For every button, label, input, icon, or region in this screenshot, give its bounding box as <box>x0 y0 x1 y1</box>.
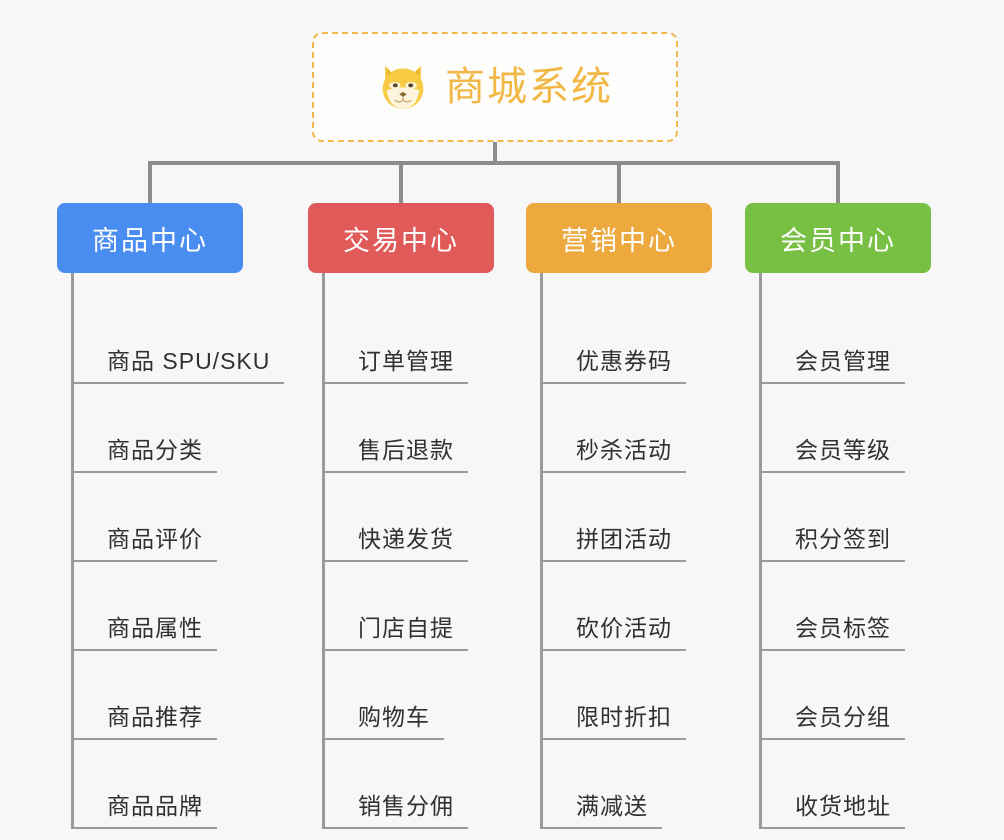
list-item-label: 商品评价 <box>107 526 203 552</box>
list-item-label: 商品属性 <box>107 615 203 641</box>
list-item-label: 门店自提 <box>358 615 454 641</box>
list-item-label: 订单管理 <box>358 348 454 374</box>
list-item[interactable]: 门店自提 <box>322 562 548 651</box>
list-item[interactable]: 拼团活动 <box>540 473 766 562</box>
list-item[interactable]: 会员标签 <box>759 562 985 651</box>
list-item-label: 会员分组 <box>795 704 891 730</box>
list-item[interactable]: 购物车 <box>322 651 548 740</box>
list-item[interactable]: 会员管理 <box>759 295 985 384</box>
list-item[interactable]: 收货地址 <box>759 740 985 829</box>
branch-spine <box>322 273 325 829</box>
category-header-transaction[interactable]: 交易中心 <box>308 203 494 273</box>
shiba-inu-dog-face-icon <box>382 65 424 109</box>
list-item-label: 拼团活动 <box>576 526 672 552</box>
list-item[interactable]: 商品推荐 <box>71 651 297 740</box>
list-item[interactable]: 满减送 <box>540 740 766 829</box>
list-item[interactable]: 快递发货 <box>322 473 548 562</box>
category-branch-transaction: 订单管理 售后退款 快递发货 门店自提 购物车 销售分佣 <box>322 273 548 829</box>
connector-horizontal-bus <box>148 161 840 165</box>
connector-drop-3 <box>617 161 621 205</box>
list-item-label: 限时折扣 <box>576 704 672 730</box>
category-header-label: 商品中心 <box>92 225 208 256</box>
list-item-label: 优惠券码 <box>576 348 672 374</box>
list-item[interactable]: 商品评价 <box>71 473 297 562</box>
list-item-label: 商品 SPU/SKU <box>107 348 271 374</box>
category-header-member[interactable]: 会员中心 <box>745 203 931 273</box>
list-item[interactable]: 商品属性 <box>71 562 297 651</box>
category-branch-marketing: 优惠券码 秒杀活动 拼团活动 砍价活动 限时折扣 满减送 <box>540 273 766 829</box>
category-branch-member: 会员管理 会员等级 积分签到 会员标签 会员分组 收货地址 <box>759 273 985 829</box>
category-column-transaction: 交易中心 订单管理 售后退款 快递发货 门店自提 购物车 销售分佣 <box>308 203 548 829</box>
list-item[interactable]: 销售分佣 <box>322 740 548 829</box>
list-item-label: 商品品牌 <box>107 793 203 819</box>
list-item-label: 购物车 <box>358 704 430 730</box>
list-item-label: 商品分类 <box>107 437 203 463</box>
list-item[interactable]: 商品 SPU/SKU <box>71 295 297 384</box>
branch-spine <box>759 273 762 829</box>
list-item-label: 满减送 <box>576 793 648 819</box>
category-header-product[interactable]: 商品中心 <box>57 203 243 273</box>
list-item-label: 收货地址 <box>795 793 891 819</box>
category-column-product: 商品中心 商品 SPU/SKU 商品分类 商品评价 商品属性 商品推荐 商品品牌 <box>57 203 297 829</box>
branch-spine <box>71 273 74 829</box>
list-item-label: 销售分佣 <box>358 793 454 819</box>
list-item-label: 售后退款 <box>358 437 454 463</box>
category-header-label: 交易中心 <box>343 225 459 256</box>
list-item[interactable]: 商品分类 <box>71 384 297 473</box>
list-item-label: 积分签到 <box>795 526 891 552</box>
list-item[interactable]: 积分签到 <box>759 473 985 562</box>
root-node-label: 商城系统 <box>445 65 613 109</box>
list-item[interactable]: 砍价活动 <box>540 562 766 651</box>
list-item[interactable]: 限时折扣 <box>540 651 766 740</box>
list-item-label: 快递发货 <box>358 526 454 552</box>
category-branch-product: 商品 SPU/SKU 商品分类 商品评价 商品属性 商品推荐 商品品牌 <box>71 273 297 829</box>
connector-root-stem <box>493 142 497 163</box>
category-column-member: 会员中心 会员管理 会员等级 积分签到 会员标签 会员分组 收货地址 <box>745 203 985 829</box>
list-item[interactable]: 优惠券码 <box>540 295 766 384</box>
list-item[interactable]: 会员等级 <box>759 384 985 473</box>
category-header-label: 营销中心 <box>561 225 677 256</box>
list-item[interactable]: 会员分组 <box>759 651 985 740</box>
connector-drop-2 <box>399 161 403 205</box>
connector-drop-4 <box>836 161 840 205</box>
category-header-label: 会员中心 <box>780 225 896 256</box>
root-node-shop-system[interactable]: 商城系统 <box>312 32 678 142</box>
list-item[interactable]: 秒杀活动 <box>540 384 766 473</box>
list-item[interactable]: 商品品牌 <box>71 740 297 829</box>
connector-drop-1 <box>148 161 152 205</box>
list-item-label: 会员等级 <box>795 437 891 463</box>
list-item[interactable]: 订单管理 <box>322 295 548 384</box>
branch-spine <box>540 273 543 829</box>
list-item-label: 会员管理 <box>795 348 891 374</box>
list-item[interactable]: 售后退款 <box>322 384 548 473</box>
list-item-label: 砍价活动 <box>576 615 672 641</box>
category-header-marketing[interactable]: 营销中心 <box>526 203 712 273</box>
category-column-marketing: 营销中心 优惠券码 秒杀活动 拼团活动 砍价活动 限时折扣 满减送 <box>526 203 766 829</box>
list-item-label: 秒杀活动 <box>576 437 672 463</box>
list-item-label: 商品推荐 <box>107 704 203 730</box>
list-item-label: 会员标签 <box>795 615 891 641</box>
